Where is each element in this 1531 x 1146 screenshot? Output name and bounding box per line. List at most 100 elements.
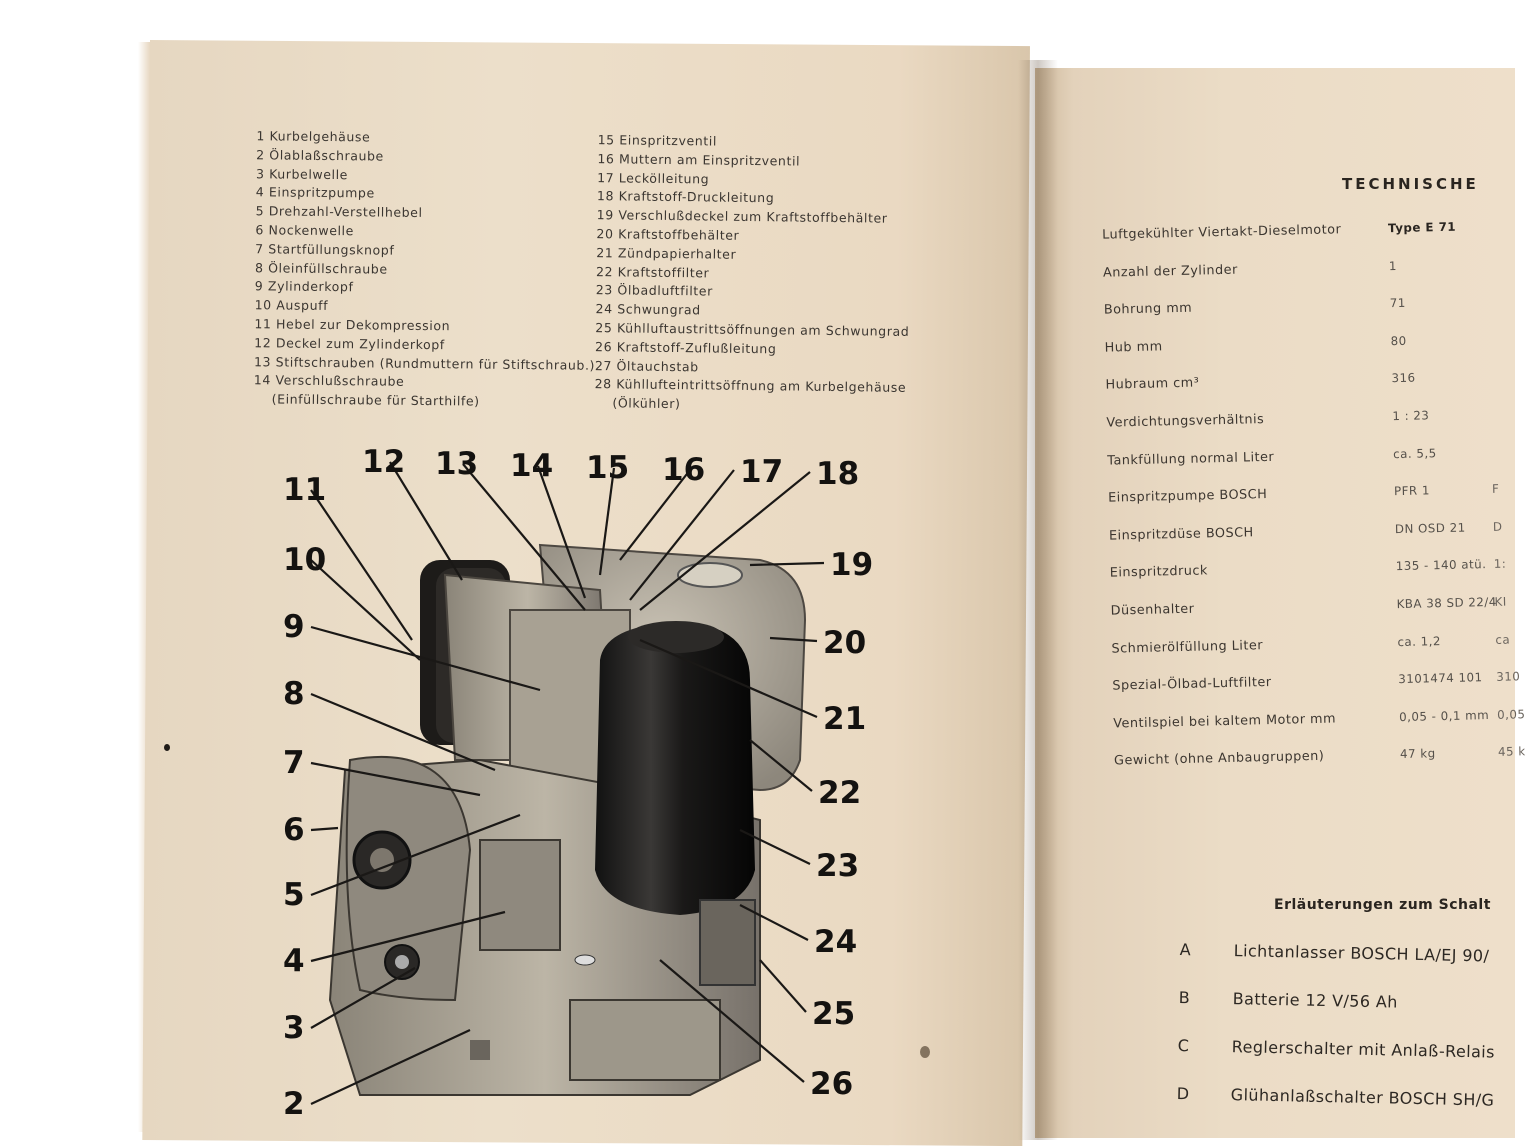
item-letter: C: [1177, 1035, 1190, 1056]
spec-value: 135 - 140 atü.: [1395, 557, 1487, 574]
leader-line: [310, 489, 413, 641]
leader-line: [310, 967, 416, 1029]
engine-body: [328, 543, 807, 1096]
part-number-label: 16: [662, 452, 705, 488]
item-letter: D: [1176, 1083, 1190, 1104]
part-number-label: 20: [823, 625, 866, 661]
leader-line: [310, 692, 496, 772]
spec-value: 310: [1496, 669, 1521, 684]
spec-label: Düsenhalter: [1110, 601, 1195, 619]
part-number-label: 24: [814, 924, 857, 960]
technical-data-title: TECHNISCHE: [1342, 175, 1479, 193]
spec-value: 3101474 101: [1398, 670, 1483, 687]
spec-value: DN OSD 21: [1394, 520, 1466, 536]
part-number-label: 15: [586, 450, 629, 486]
spec-label: Tankfüllung normal Liter: [1107, 449, 1275, 469]
part-number-label: 10: [283, 542, 326, 578]
leader-line: [769, 636, 818, 643]
part-number-label: 13: [435, 446, 478, 482]
spec-value: F: [1491, 481, 1500, 497]
spec-label: Anzahl der Zylinder: [1102, 262, 1238, 281]
leader-line: [739, 904, 809, 941]
leader-line: [389, 461, 463, 581]
part-number-label: 6: [283, 812, 305, 848]
part-number-label: 17: [740, 454, 783, 490]
item-text: Batterie 12 V/56 Ah: [1232, 989, 1398, 1012]
part-number-label: 7: [283, 745, 305, 781]
leader-line: [629, 469, 735, 601]
spec-label: Einspritzdüse BOSCH: [1108, 525, 1254, 544]
part-number-label: 5: [283, 877, 305, 913]
leader-line: [462, 463, 586, 611]
part-number-label: 12: [362, 444, 405, 480]
spec-value: 1:: [1493, 556, 1507, 572]
spec-value: ca: [1495, 632, 1511, 647]
spec-value: D: [1492, 519, 1503, 534]
leader-line: [310, 1029, 471, 1105]
spec-value: 1 : 23: [1392, 408, 1430, 424]
leader-line: [310, 813, 521, 897]
spec-value: 0,05 - 0,1 mm: [1399, 707, 1490, 724]
leader-line: [310, 559, 421, 661]
leader-line: [310, 826, 339, 832]
spec-value: 47 kg: [1399, 746, 1436, 762]
part-number-label: 4: [283, 943, 305, 979]
leader-line: [310, 910, 506, 963]
part-number-label: 23: [816, 848, 859, 884]
spec-label: Hubraum cm³: [1105, 375, 1200, 394]
leader-line: [619, 469, 691, 561]
leader-line: [598, 467, 616, 576]
paper-stain: [920, 1046, 930, 1058]
spec-value: 1: [1388, 258, 1398, 273]
part-number-label: 26: [810, 1066, 853, 1102]
leader-line: [310, 625, 541, 692]
item-letter: A: [1179, 940, 1191, 960]
spec-label: Einspritzpumpe BOSCH: [1107, 487, 1268, 506]
spec-value: ca. 1,2: [1397, 633, 1442, 649]
spec-value: 45 k: [1497, 744, 1526, 760]
spec-value: 71: [1389, 295, 1406, 311]
spec-value: ca. 5,5: [1393, 445, 1437, 461]
leader-line: [536, 465, 587, 599]
item-letter: B: [1178, 987, 1190, 1008]
spec-label: Schmierölfüllung Liter: [1111, 637, 1264, 657]
spec-label: Spezial-Ölbad-Luftfilter: [1112, 675, 1272, 694]
leader-line: [759, 959, 807, 1013]
spec-value: KI: [1494, 594, 1507, 609]
part-number-label: 21: [823, 701, 866, 737]
part-number-label: 25: [812, 996, 855, 1032]
part-number-label: 18: [816, 456, 859, 492]
spec-value: PFR 1: [1393, 483, 1431, 499]
print-speck: [164, 744, 170, 751]
part-number-label: 2: [283, 1086, 305, 1122]
leader-line: [659, 959, 805, 1083]
part-number-label: 22: [818, 775, 861, 811]
part-number-label: 19: [830, 547, 873, 583]
part-number-label: 14: [510, 448, 553, 484]
book-gutter: [1018, 60, 1058, 1140]
spec-label: Bohrung mm: [1103, 300, 1193, 318]
part-number-label: 3: [283, 1010, 305, 1046]
spec-value: KBA 38 SD 22/4: [1396, 594, 1497, 612]
leader-line: [639, 471, 811, 611]
spec-value: Type E 71: [1387, 219, 1457, 236]
part-number-label: 11: [283, 472, 326, 508]
spec-value: 0,05: [1496, 706, 1526, 722]
spec-label: Verdichtungsverhältnis: [1106, 412, 1265, 431]
leader-line: [749, 561, 825, 567]
right-page: [1035, 68, 1515, 1138]
leader-line: [739, 829, 811, 865]
leader-line: [310, 761, 481, 797]
spec-label: Hub mm: [1104, 339, 1163, 356]
wiring-legend-title: Erläuterungen zum Schalt: [1274, 897, 1491, 913]
leader-line: [639, 638, 818, 719]
spec-value: 316: [1391, 370, 1416, 386]
spec-label: Einspritzdruck: [1109, 563, 1209, 581]
part-number-label: 8: [283, 676, 305, 712]
leader-line: [749, 739, 813, 792]
part-number-label: 9: [283, 609, 305, 645]
spec-value: 80: [1390, 333, 1407, 348]
